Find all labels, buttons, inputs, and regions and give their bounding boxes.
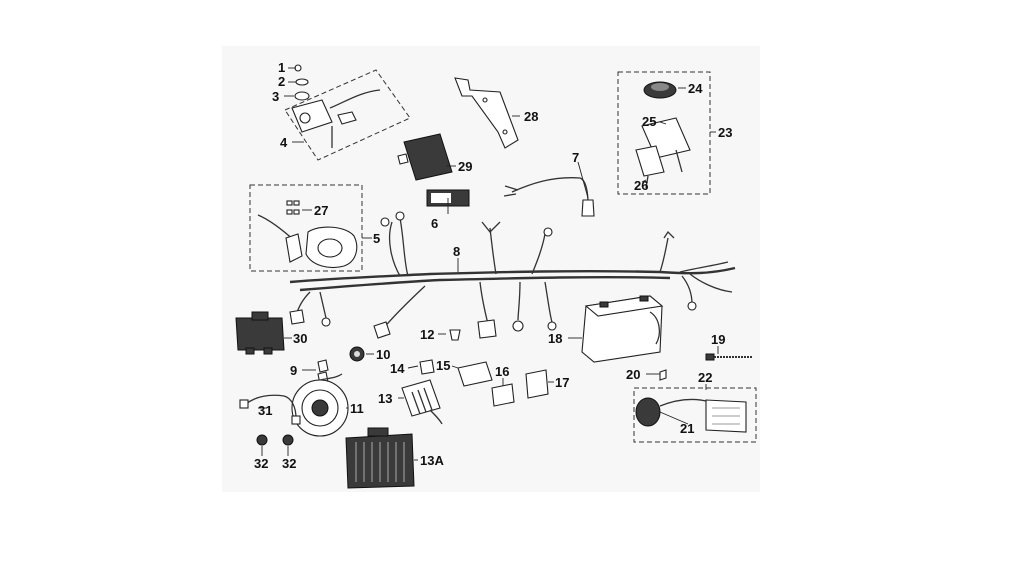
callout-32-left: 32 <box>254 456 268 471</box>
callout-labels: 1 2 3 4 5 6 7 8 9 10 11 12 13 13A 14 15 … <box>254 60 732 471</box>
rectifier <box>345 427 415 489</box>
callout-5: 5 <box>373 231 380 246</box>
callout-7: 7 <box>572 150 579 165</box>
callout-31: 31 <box>258 403 272 418</box>
connectors <box>457 361 549 407</box>
cdi-unit <box>635 397 747 433</box>
callout-26: 26 <box>634 178 648 193</box>
callout-16: 16 <box>495 364 509 379</box>
callout-8: 8 <box>453 244 460 259</box>
callout-9: 9 <box>290 363 297 378</box>
callout-2: 2 <box>278 74 285 89</box>
callout-29: 29 <box>458 159 472 174</box>
battery <box>581 295 664 363</box>
callout-28: 28 <box>524 109 538 124</box>
callout-19: 19 <box>711 332 725 347</box>
callout-3: 3 <box>272 89 279 104</box>
pickup-cable <box>239 394 301 425</box>
callout-10: 10 <box>376 347 390 362</box>
callout-13: 13 <box>378 391 392 406</box>
callout-12: 12 <box>420 327 434 342</box>
callout-24: 24 <box>688 81 703 96</box>
relay-assembly <box>635 81 691 189</box>
mounting-bracket <box>454 77 519 149</box>
group-box-ignition <box>284 69 411 161</box>
leader-lines <box>258 67 719 461</box>
voltage-regulator <box>401 379 443 425</box>
screws <box>256 434 294 446</box>
callout-13a: 13A <box>420 453 444 468</box>
callout-30: 30 <box>293 331 307 346</box>
callout-23: 23 <box>718 125 732 140</box>
main-harness <box>289 211 736 339</box>
ignition-coil <box>291 64 381 148</box>
callout-15: 15 <box>436 358 450 373</box>
group-box-relay <box>617 71 711 195</box>
callout-32-right: 32 <box>282 456 296 471</box>
callout-1: 1 <box>278 60 285 75</box>
callout-20: 20 <box>626 367 640 382</box>
starter-relay <box>235 311 285 355</box>
group-box-cdi <box>633 387 757 443</box>
callout-27: 27 <box>314 203 328 218</box>
callout-25: 25 <box>642 114 656 129</box>
callout-22: 22 <box>698 370 712 385</box>
callout-14: 14 <box>390 361 405 376</box>
callout-17: 17 <box>555 375 569 390</box>
callout-18: 18 <box>548 331 562 346</box>
callout-21: 21 <box>680 421 694 436</box>
callout-11: 11 <box>350 401 364 416</box>
flywheel <box>291 373 349 437</box>
sensor-wire <box>503 177 595 217</box>
callout-4: 4 <box>280 135 288 150</box>
cable-tie <box>705 353 752 361</box>
relay-block <box>397 133 453 181</box>
group-box-stator <box>249 184 363 272</box>
stator-coil <box>257 200 358 269</box>
callout-6: 6 <box>431 216 438 231</box>
